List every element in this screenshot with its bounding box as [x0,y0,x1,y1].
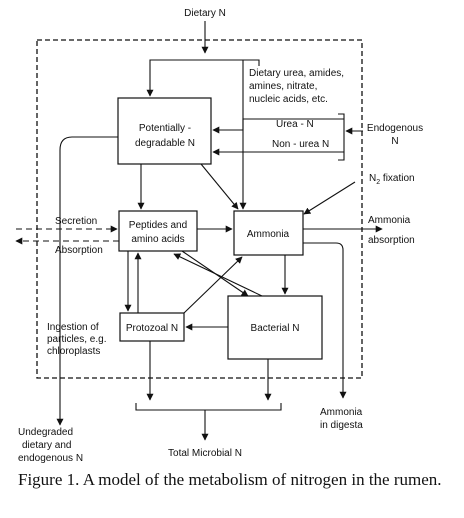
absorption-label: Absorption [55,245,103,256]
endogenous-label-1: Endogenous [367,123,423,134]
potentially-degradable-label-2: degradable N [135,138,195,149]
undegraded-label-1: Undegraded [18,427,73,438]
dietary-n-label: Dietary N [184,8,226,19]
total-microbial-label: Total Microbial N [168,448,242,459]
ammonia-box [233,210,304,256]
ammonia-absorption-label-2: absorption [368,235,415,246]
secretion-label: Secretion [55,216,97,227]
protozoal-box [119,312,185,342]
figure-caption: Figure 1. A model of the metabolism of n… [18,470,442,489]
rumen-boundary [36,39,363,379]
protozoal-label: Protozoal N [126,323,178,334]
endogenous-label-2: N [391,136,398,147]
urea-n-label: Urea - N [276,119,314,130]
ammonia-absorption-label-1: Ammonia [368,215,411,226]
peptides-box [118,210,198,252]
peptides-label-2: amino acids [131,234,184,245]
dietary-forms-line-3: nucleic acids, etc. [249,94,328,105]
ingestion-label-1: Ingestion of [47,322,99,333]
ammonia-label: Ammonia [247,229,290,240]
ammonia-in-digesta-label-1: Ammonia [320,407,363,418]
potentially-degradable-box [117,97,212,165]
dietary-forms-line-1: Dietary urea, amides, [249,68,344,79]
bacterial-label: Bacterial N [251,323,300,334]
undegraded-label-2: dietary and [22,440,71,451]
peptides-label-1: Peptides and [129,220,187,231]
potentially-degradable-label-1: Potentially - [139,123,191,134]
ingestion-label-2: particles, e.g. [47,334,106,345]
dietary-forms-line-2: amines, nitrate, [249,81,317,92]
n2-fixation-label: N2 fixation [369,173,415,186]
ammonia-in-digesta-label-2: in digesta [320,420,363,431]
ingestion-label-3: chloroplasts [47,346,100,357]
non-urea-n-label: Non - urea N [272,139,329,150]
undegraded-label-3: endogenous N [18,453,83,464]
